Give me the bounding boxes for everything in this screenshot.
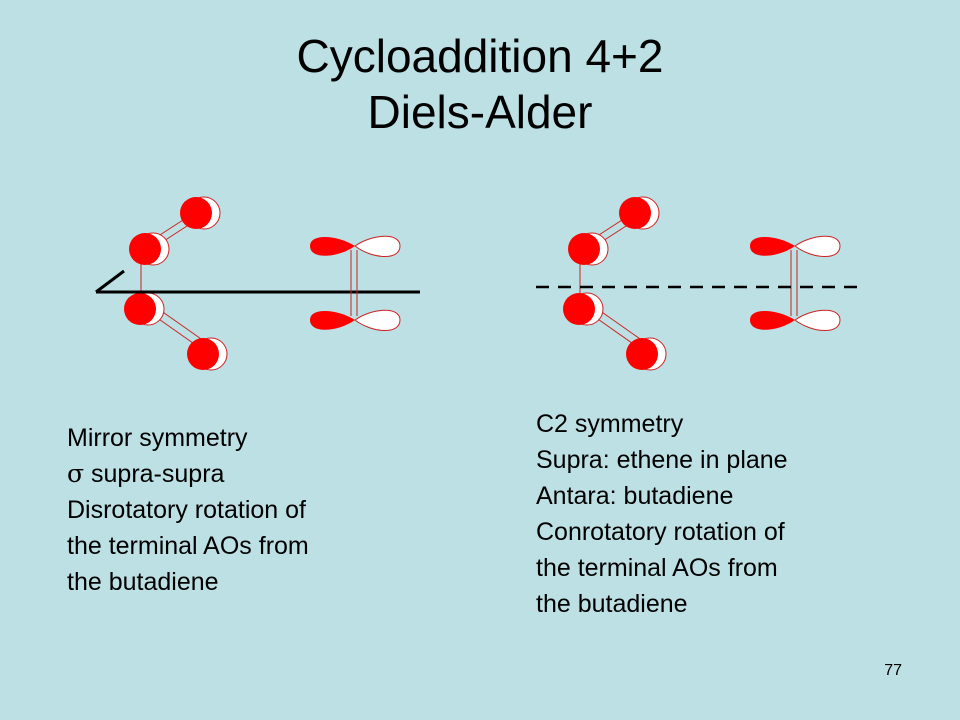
right-caption-line-4: Conrotatory rotation of <box>536 518 785 546</box>
left-caption-line-5: the butadiene <box>67 568 219 596</box>
right-diagram <box>536 196 862 371</box>
ethene-bond-left <box>350 250 358 316</box>
right-caption-line-3: Antara: butadiene <box>536 482 734 510</box>
orbital-lobe-back <box>354 235 401 257</box>
orbital-lobe-front <box>129 233 161 265</box>
orbital-lobe-back <box>794 235 841 257</box>
left-caption-line-4: the terminal AOs from <box>67 532 309 560</box>
orbital-lobe-front <box>124 293 156 325</box>
orbital-lobe-front <box>187 338 219 370</box>
orbital-lobe-front <box>750 236 795 256</box>
butadiene-bonds-right <box>579 208 644 349</box>
left-caption-line-2-text: supra-supra <box>84 460 225 488</box>
right-caption-line-2: Supra: ethene in plane <box>536 446 788 474</box>
ethene-bond-right <box>790 250 798 316</box>
ethene-orbitals-right <box>750 235 841 331</box>
left-caption-line-3: Disrotatory rotation of <box>67 496 306 524</box>
orbital-lobe-front <box>750 310 795 330</box>
slide-title: Cycloaddition 4+2 Diels-Alder <box>0 28 960 140</box>
mirror-plane <box>95 269 420 294</box>
left-caption-line-2: σ supra-supra <box>67 456 309 492</box>
butadiene-bonds-left <box>140 208 205 349</box>
orbital-lobe-back <box>794 309 841 331</box>
right-caption-line-6: the butadiene <box>536 590 688 618</box>
orbital-lobe-front <box>619 197 651 229</box>
orbital-lobe-back <box>354 309 401 331</box>
left-caption: Mirror symmetry σ supra-supra Disrotator… <box>67 420 309 600</box>
orbital-lobe-front <box>310 310 355 330</box>
page-number: 77 <box>884 662 902 679</box>
orbital-lobe-front <box>310 236 355 256</box>
left-caption-line-1: Mirror symmetry <box>67 424 248 452</box>
orbital-lobe-front <box>180 197 212 229</box>
orbital-lobe-front <box>626 338 658 370</box>
orbital-lobe-front <box>568 233 600 265</box>
right-caption-line-1: C2 symmetry <box>536 410 684 438</box>
sigma-symbol: σ <box>67 459 85 488</box>
butadiene-orbitals-right <box>563 196 667 371</box>
right-caption-line-5: the terminal AOs from <box>536 554 778 582</box>
title-line-1: Cycloaddition 4+2 <box>296 30 664 82</box>
title-line-2: Diels-Alder <box>367 86 593 138</box>
orbital-lobe-front <box>563 293 595 325</box>
right-caption: C2 symmetry Supra: ethene in plane Antar… <box>536 406 788 622</box>
ethene-orbitals-left <box>310 235 401 331</box>
butadiene-orbitals-left <box>124 196 228 371</box>
left-diagram <box>95 196 420 371</box>
